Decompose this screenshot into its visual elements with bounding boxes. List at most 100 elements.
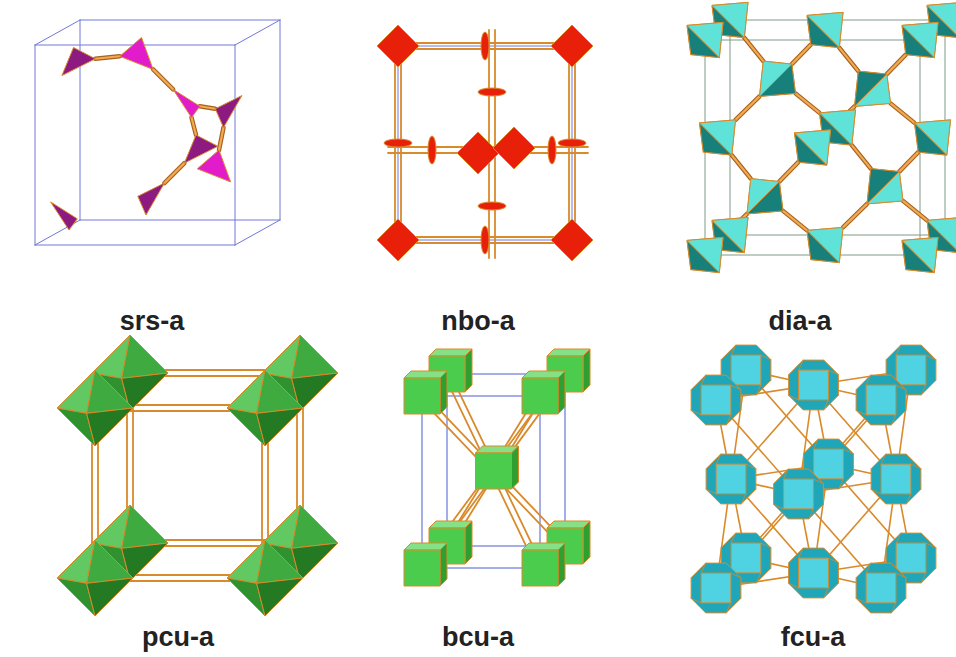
cuboctahedron-edge [896,573,906,578]
cuboctahedron-edge [881,454,886,464]
link-bar [732,155,751,179]
tetrahedron-node [867,172,903,204]
tetrahedron-node [902,237,938,272]
link-bar [153,69,173,89]
cuboctahedron-edge [828,558,838,563]
cuboctahedron-node [866,385,896,415]
cuboctahedron-edge [866,563,871,573]
link-bar [219,128,224,151]
tetrahedron-node [687,22,723,57]
cuboctahedron-edge [896,345,901,355]
tetrahedron-node [760,61,796,96]
tetrahedron-node [855,74,891,106]
triangle-node [120,38,153,70]
srs-net [35,20,280,245]
link-bar [164,163,184,183]
cuboctahedron-edge [906,494,911,504]
square-node [551,25,593,67]
cuboctahedron-node [784,479,814,509]
square-node-edge [428,136,436,164]
cuboctahedron-node [706,454,756,504]
tetrahedron-node [902,22,938,57]
cuboctahedron-edge [774,504,784,509]
cube-node [465,521,472,564]
link-bar [744,38,763,62]
bcu-net [404,349,590,586]
cuboctahedron-edge [824,400,829,410]
cuboctahedron-node [896,355,926,385]
link-bar [887,55,906,75]
link-bar [796,93,820,113]
tetrahedron-node [700,120,736,155]
cuboctahedron-edge [871,489,881,494]
link-bar [887,55,906,75]
cuboctahedron-node [701,385,731,415]
link-bar [903,201,927,221]
tetrahedron-node [747,179,779,214]
cuboctahedron-edge [843,449,853,454]
cuboctahedron-edge [813,479,823,484]
link-bar [95,56,120,59]
square-node-edge [384,139,412,147]
link-bar [192,118,197,136]
cell-edge [80,220,280,221]
cuboctahedron-edge [789,395,799,400]
octahedron-node [257,370,303,413]
link-bar [891,103,915,123]
cuboctahedron-edge [911,464,921,469]
cube-node [558,543,565,586]
link-bar [899,152,918,172]
cuboctahedron-edge [891,603,896,613]
triangle-node [51,202,78,230]
cuboctahedron-edge [731,533,736,543]
triangle-node [62,48,95,76]
octahedron-node [122,335,168,378]
cube-node [583,349,590,392]
cuboctahedron-edge [799,360,804,370]
cuboctahedron-edge [789,583,799,588]
square-node [551,219,593,261]
link-bar [219,128,224,151]
cube-node [404,550,440,586]
tetrahedron-node [687,237,723,272]
tetrahedron-node [795,130,831,165]
cube-node [476,453,512,489]
octahedron-node [87,578,133,616]
cuboctahedron-edge [731,385,741,390]
cuboctahedron-node [871,454,921,504]
cuboctahedron-edge [731,345,736,355]
link-bar [744,38,763,62]
link-bar [852,145,871,169]
cuboctahedron-edge [856,598,866,603]
cube-node [440,543,447,586]
octahedron-node [257,578,303,616]
link-bar [903,201,927,221]
cuboctahedron-edge [761,543,771,548]
cube-node [512,446,519,489]
cell-edge [280,20,281,220]
triangle-node [197,150,230,182]
cuboctahedron-edge [828,370,838,375]
cube-node [522,378,558,414]
cuboctahedron-edge [746,464,756,469]
cuboctahedron-edge [706,489,716,494]
square-node [377,25,419,67]
cuboctahedron-edge [741,494,746,504]
triangle-node [215,96,242,128]
cuboctahedron-edge [799,548,804,558]
cuboctahedron-edge [856,410,866,415]
cuboctahedron-edge [726,603,731,613]
cuboctahedron-edge [926,543,936,548]
cuboctahedron-node [789,360,839,410]
cuboctahedron-edge [921,573,926,583]
triangle-node [138,183,165,215]
link-bar [783,211,807,231]
cuboctahedron-node [731,543,761,573]
cuboctahedron-node [881,464,911,494]
cuboctahedron-node [866,573,896,603]
link-bar [494,30,496,258]
net-label: pcu-a [142,622,214,653]
octahedron-node [87,370,133,413]
cuboctahedron-node [799,558,829,588]
tetrahedron-node [915,120,951,155]
